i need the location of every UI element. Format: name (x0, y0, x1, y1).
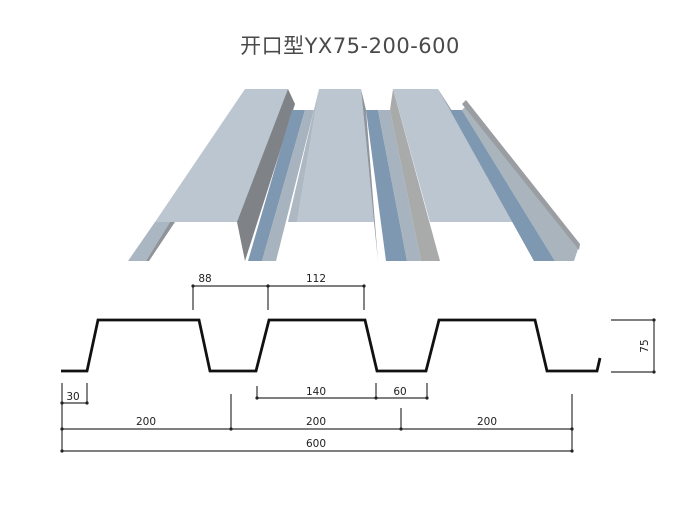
dim-label-600: 600 (306, 438, 326, 450)
dim-label-88: 88 (198, 273, 211, 285)
dimension-ticks (60, 284, 656, 453)
dim-label-200-1: 200 (136, 416, 156, 428)
dim-label-30: 30 (66, 391, 79, 403)
dim-label-60: 60 (393, 386, 406, 398)
panel-3d-illustration (128, 89, 580, 261)
deck-profile-line (61, 318, 602, 373)
dim-label-200-3: 200 (477, 416, 497, 428)
dim-label-140: 140 (306, 386, 326, 398)
dim-label-75: 75 (639, 339, 651, 352)
dim-label-200-2: 200 (306, 416, 326, 428)
dimension-lines (61, 285, 655, 452)
dim-label-112: 112 (306, 273, 326, 285)
page-title: 开口型YX75-200-600 (240, 34, 460, 58)
